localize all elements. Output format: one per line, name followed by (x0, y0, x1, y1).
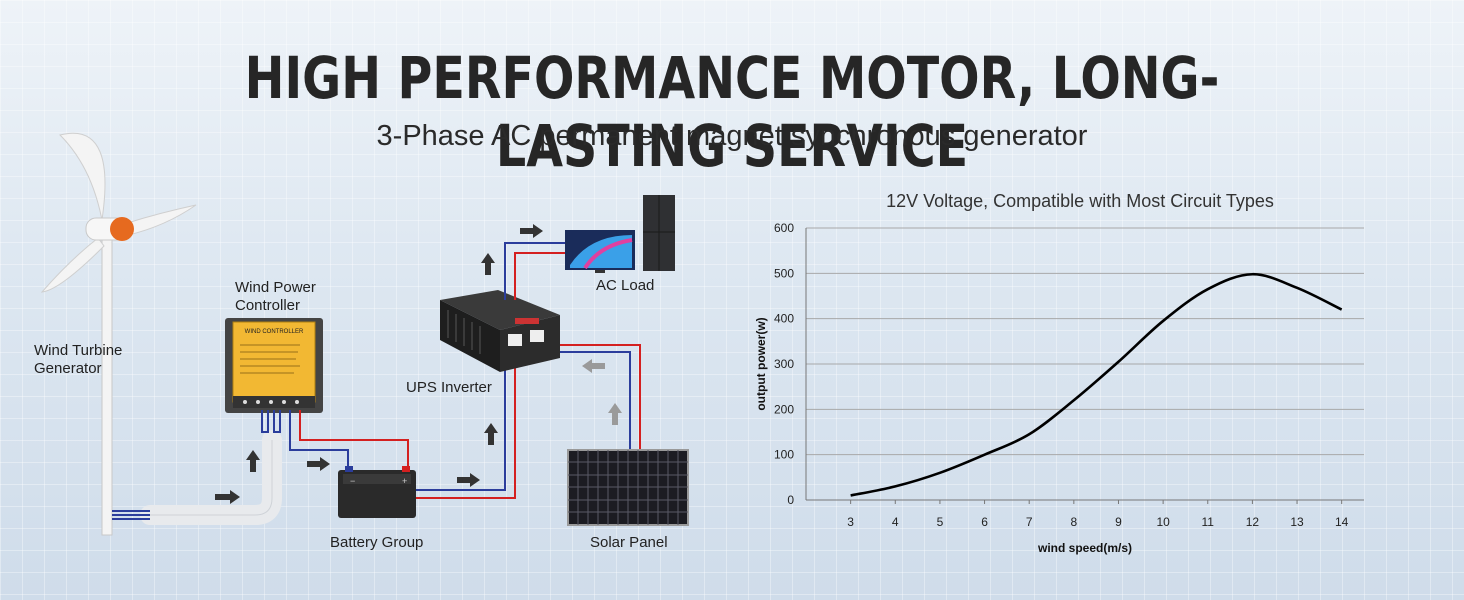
x-tick-label: 11 (1202, 515, 1215, 529)
arrow-up-icon (481, 253, 495, 275)
y-tick-label: 400 (774, 312, 794, 326)
y-tick-label: 0 (787, 493, 794, 507)
y-tick-label: 200 (774, 402, 794, 416)
power-curve-chart: 0 100 200 300 400 500 600 3 4 5 6 7 8 9 10 11 12 13 14 wi… (754, 221, 1364, 555)
label-solar-panel: Solar Panel (590, 534, 668, 551)
x-tick-label: 3 (847, 515, 854, 529)
x-axis-label: wind speed(m/s) (1037, 541, 1132, 555)
y-tick-label: 500 (774, 266, 794, 280)
battery-illustration: − + (338, 466, 416, 518)
arrow-right-icon (457, 473, 480, 487)
solar-panel-illustration (567, 449, 689, 526)
chart-title: 12V Voltage, Compatible with Most Circui… (886, 191, 1274, 211)
x-tick-label: 9 (1115, 515, 1122, 529)
y-tick-label: 300 (774, 357, 794, 371)
wind-turbine-illustration (40, 132, 282, 536)
arrow-left-icon (582, 359, 605, 373)
arrow-up-icon (484, 423, 498, 445)
series-line (850, 272, 1343, 497)
arrow-right-icon (307, 457, 330, 471)
wind-controller-illustration: WIND CONTROLLER (225, 318, 323, 413)
chart-gridlines (806, 227, 1364, 456)
flow-arrows (215, 224, 622, 504)
x-tick-label: 4 (892, 515, 899, 529)
y-axis-label: output power(w) (754, 317, 768, 410)
arrow-up-icon (246, 450, 260, 472)
page-subtitle: 3-Phase AC permanent magnet synchronous … (376, 120, 1088, 152)
label-wind-controller: Wind Power Controller (235, 279, 316, 314)
x-tick-label: 8 (1070, 515, 1077, 529)
arrow-right-icon (215, 490, 240, 504)
label-battery: Battery Group (330, 534, 424, 551)
label-ac-load: AC Load (596, 277, 655, 294)
x-tick-label: 13 (1290, 515, 1304, 529)
x-tick-label: 14 (1335, 515, 1349, 529)
x-tick-label: 7 (1026, 515, 1033, 529)
x-tick-label: 5 (937, 515, 944, 529)
ac-load-illustration (565, 195, 675, 273)
svg-text:+: + (402, 476, 407, 486)
arrow-right-icon (520, 224, 543, 238)
label-wind-turbine: Wind Turbine Generator (34, 342, 123, 377)
ups-inverter-illustration (440, 290, 560, 372)
y-tick-label: 600 (774, 221, 794, 235)
arrow-up-icon (608, 403, 622, 425)
y-tick-label: 100 (774, 448, 794, 462)
svg-text:WIND CONTROLLER: WIND CONTROLLER (245, 329, 304, 335)
page-title: HIGH PERFORMANCE MOTOR, LONG-LASTING SER… (244, 44, 1220, 180)
svg-text:−: − (350, 476, 355, 486)
x-tick-label: 6 (981, 515, 988, 529)
label-ups-inverter: UPS Inverter (406, 379, 492, 396)
x-tick-label: 12 (1246, 515, 1260, 529)
x-tick-label: 10 (1156, 515, 1170, 529)
